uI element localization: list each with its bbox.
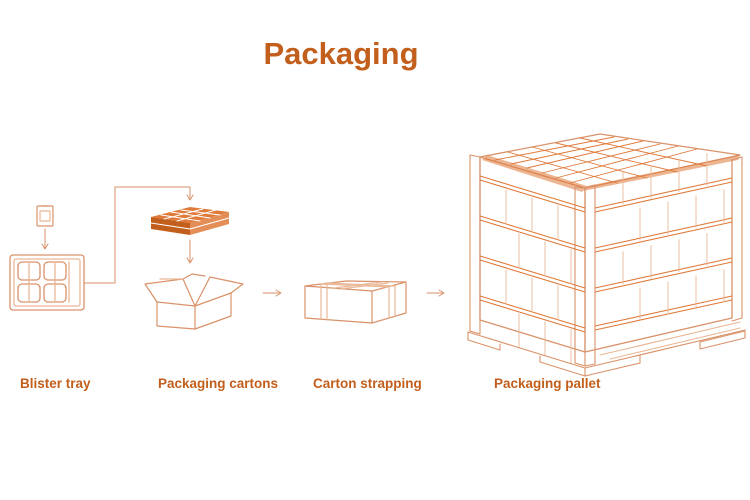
step-label-blister-tray: Blister tray [20, 376, 91, 391]
tray-stack-icon [150, 207, 230, 235]
step-label-packaging-pallet: Packaging pallet [494, 376, 601, 391]
arrow-down-icon [41, 228, 49, 250]
open-carton-icon [144, 273, 244, 330]
strapped-carton-icon [304, 280, 407, 324]
step-label-carton-strapping: Carton strapping [313, 376, 422, 391]
blister-card-icon [36, 205, 54, 227]
arrow-down-icon [186, 239, 194, 264]
blister-tray-icon [9, 254, 85, 311]
connector-line [83, 186, 194, 284]
page-title: Packaging [263, 36, 419, 71]
arrow-right-icon [262, 289, 282, 297]
step-label-packaging-cartons: Packaging cartons [158, 376, 279, 391]
pallet-icon [467, 133, 746, 377]
arrow-right-icon [426, 289, 445, 297]
